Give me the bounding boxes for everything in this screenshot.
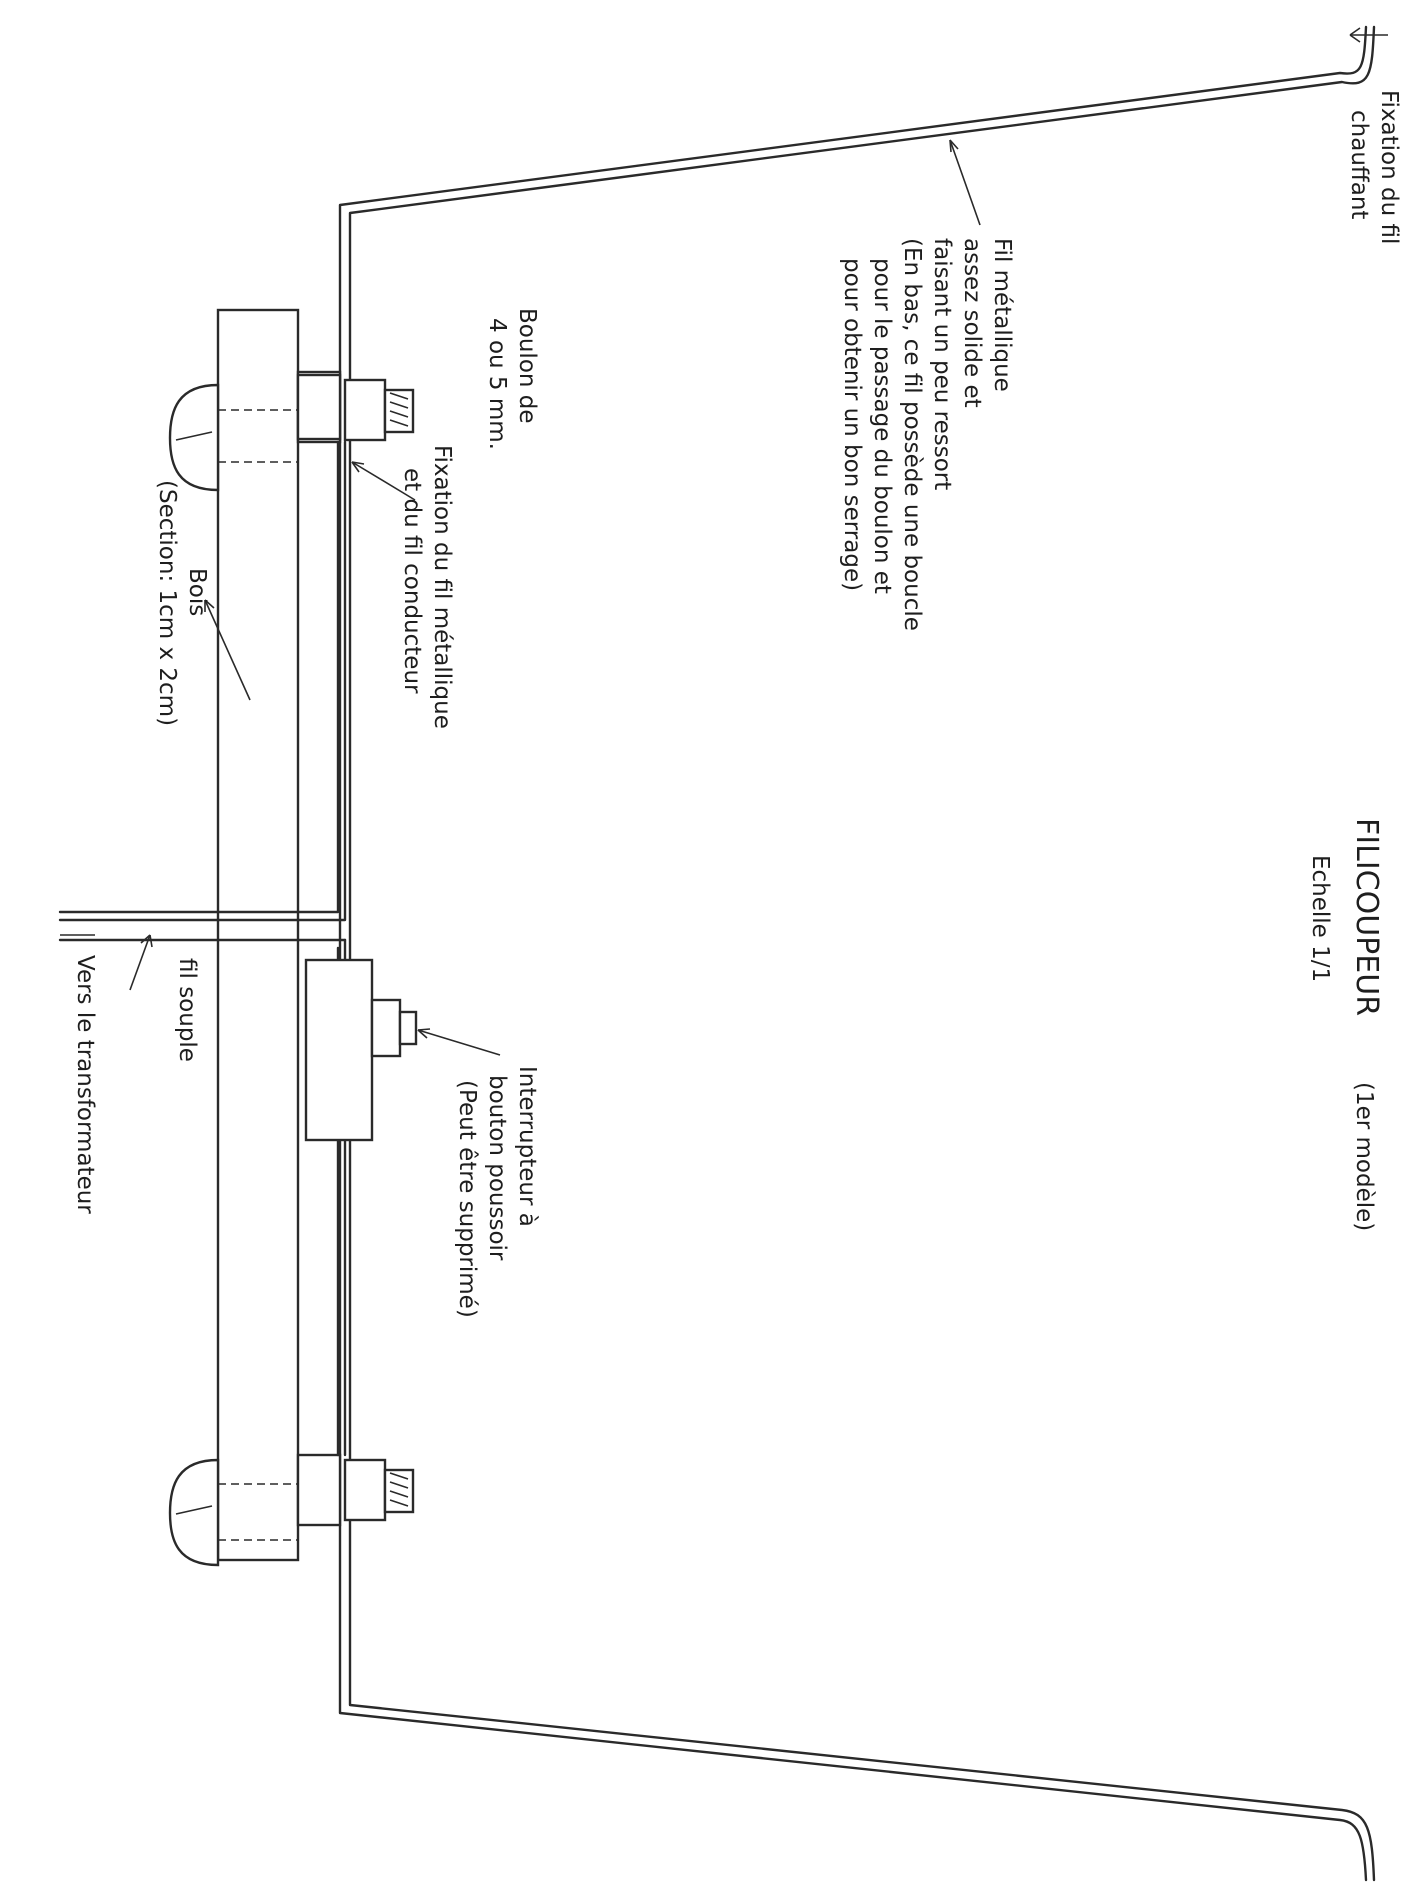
label-fil-metallique-6: pour obtenir un bon serrage): [839, 258, 865, 591]
leader-arrows: [60, 27, 1388, 1056]
label-fil-metallique-5: pour le passage du boulon et: [869, 258, 895, 594]
model-note: (1er modèle): [1351, 1082, 1377, 1231]
label-fil-metallique-2: assez solide et: [959, 238, 985, 408]
bottom-bolt: [168, 1453, 415, 1567]
scale: Echelle 1/1: [1307, 855, 1333, 982]
label-boulon-2: 4 ou 5 mm.: [484, 318, 510, 450]
label-fil-metallique-4: (En bas, ce fil possède une boucle: [899, 238, 925, 631]
label-fil-souple: fil souple: [174, 958, 200, 1062]
label-bois: Bois: [184, 568, 210, 616]
top-bolt: [168, 370, 415, 492]
label-fixation-chauffant: Fixation du fil: [1376, 90, 1402, 244]
label-interrupteur-3: (Peut être supprimé): [454, 1080, 480, 1318]
label-interrupteur-2: bouton poussoir: [484, 1075, 510, 1261]
title: FILICOUPEUR: [1349, 818, 1384, 1016]
label-fixation-conducteur-2: et du fil conducteur: [399, 468, 425, 694]
label-interrupteur-1: Interrupteur à: [514, 1066, 540, 1227]
label-fixation-chauffant-2: chauffant: [1346, 110, 1372, 219]
label-fixation-conducteur-1: Fixation du fil métallique: [429, 445, 455, 729]
label-bois-section: (Section: 1cm x 2cm): [154, 480, 180, 726]
push-button-switch: [304, 958, 418, 1142]
label-transformateur: Vers le transformateur: [72, 955, 98, 1214]
label-fil-metallique-3: faisant un peu ressort: [929, 238, 955, 490]
wood-bar: [216, 308, 300, 1562]
label-boulon-1: Boulon de: [514, 308, 540, 424]
label-fil-metallique-1: Fil métallique: [989, 238, 1015, 392]
